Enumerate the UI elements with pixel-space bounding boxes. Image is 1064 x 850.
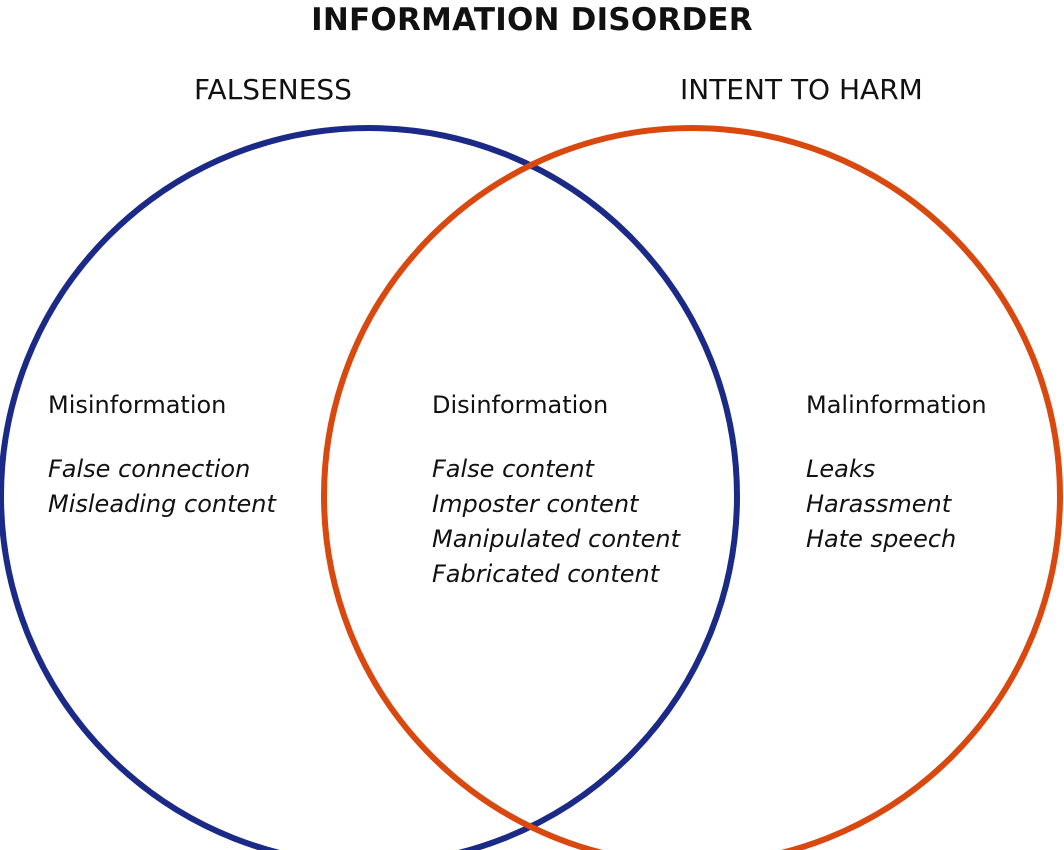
- region-item-list: Leaks Harassment Hate speech: [806, 452, 987, 557]
- list-item: Misleading content: [48, 490, 276, 518]
- list-item: False content: [432, 455, 594, 483]
- falseness-circle: [0, 125, 740, 850]
- region-item-list: False connection Misleading content: [48, 452, 276, 522]
- list-item: Imposter content: [432, 490, 639, 518]
- list-item: Harassment: [806, 490, 952, 518]
- falseness-label: FALSENESS: [194, 73, 352, 106]
- list-item: False connection: [48, 455, 251, 483]
- region-heading: Malinformation: [806, 391, 987, 419]
- list-item: Fabricated content: [432, 560, 660, 588]
- region-item-list: False content Imposter content Manipulat…: [432, 452, 680, 592]
- list-item: Manipulated content: [432, 525, 681, 553]
- diagram-title: INFORMATION DISORDER: [311, 2, 753, 38]
- intent-to-harm-circle: [321, 125, 1063, 850]
- region-heading: Disinformation: [432, 391, 609, 419]
- intent-to-harm-label: INTENT TO HARM: [680, 73, 923, 106]
- misinformation-region: Misinformation False connection Misleadi…: [48, 388, 276, 522]
- region-heading: Misinformation: [48, 391, 227, 419]
- list-item: Hate speech: [806, 525, 957, 553]
- disinformation-region: Disinformation False content Imposter co…: [432, 388, 680, 592]
- malinformation-region: Malinformation Leaks Harassment Hate spe…: [806, 388, 987, 557]
- list-item: Leaks: [806, 455, 876, 483]
